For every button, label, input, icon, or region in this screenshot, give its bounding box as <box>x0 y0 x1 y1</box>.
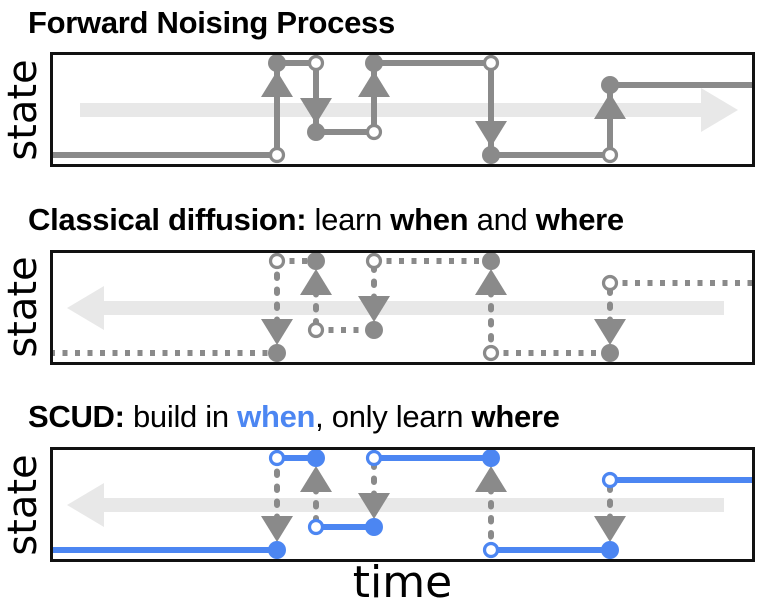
state-marker-open <box>307 518 325 536</box>
scud-plot <box>50 447 755 562</box>
state-marker-filled <box>601 541 619 559</box>
state-marker-filled <box>307 123 325 141</box>
title-part: learn <box>306 202 391 237</box>
y-axis-label-state-1: state <box>0 59 46 161</box>
classical-diffusion-plot <box>50 250 755 365</box>
arrow-up-icon <box>594 93 626 119</box>
arrow-down-icon <box>300 98 332 124</box>
state-marker-filled <box>365 518 383 536</box>
state-marker-filled <box>307 252 325 270</box>
arrow-down-icon <box>358 296 390 322</box>
state-marker-open <box>482 344 500 362</box>
forward-noising-plot <box>50 52 755 167</box>
time-direction-arrow <box>67 286 724 330</box>
arrow-up-icon <box>475 466 507 492</box>
state-marker-open <box>482 54 500 72</box>
y-axis-label-state-2: state <box>0 256 46 358</box>
state-marker-filled <box>365 54 383 72</box>
title-part: SCUD: <box>28 399 125 434</box>
state-marker-open <box>365 123 383 141</box>
title-part: and <box>468 202 536 237</box>
arrow-up-icon <box>300 466 332 492</box>
x-axis-label-time: time <box>352 557 453 608</box>
panel-border <box>50 250 755 365</box>
arrow-up-icon <box>475 269 507 295</box>
arrow-up-icon <box>261 71 293 97</box>
y-axis-label-state-3: state <box>0 454 46 556</box>
state-marker-open <box>307 54 325 72</box>
state-marker-open <box>268 449 286 467</box>
state-marker-filled <box>601 76 619 94</box>
state-marker-filled <box>482 252 500 270</box>
state-marker-open <box>601 146 619 164</box>
panel-title-forward-noising: Forward Noising Process <box>28 4 395 42</box>
state-marker-open <box>268 146 286 164</box>
state-marker-open <box>482 541 500 559</box>
state-marker-filled <box>365 321 383 339</box>
state-marker-open <box>365 449 383 467</box>
panel-border <box>50 52 755 167</box>
panel-title-classical-diffusion: Classical diffusion: learn when and wher… <box>28 201 624 239</box>
panel-title-scud: SCUD: build in when, only learn where <box>28 398 560 436</box>
state-marker-filled <box>307 449 325 467</box>
time-direction-arrow <box>67 483 724 527</box>
state-marker-filled <box>268 541 286 559</box>
state-marker-filled <box>268 344 286 362</box>
title-part: , only learn <box>315 399 472 434</box>
arrow-down-icon <box>261 319 293 345</box>
arrow-down-icon <box>358 493 390 519</box>
title-part: Forward Noising Process <box>28 5 395 40</box>
state-marker-filled <box>268 54 286 72</box>
arrow-up-icon <box>358 71 390 97</box>
title-part: build in <box>124 399 238 434</box>
state-marker-filled <box>482 449 500 467</box>
arrow-down-icon <box>475 121 507 147</box>
state-marker-open <box>601 471 619 489</box>
panel-border <box>50 447 755 562</box>
arrow-up-icon <box>300 269 332 295</box>
arrow-down-icon <box>261 516 293 542</box>
state-marker-filled <box>482 146 500 164</box>
time-direction-arrow <box>80 88 738 132</box>
arrow-down-icon <box>594 319 626 345</box>
state-marker-filled <box>601 344 619 362</box>
state-marker-open <box>268 252 286 270</box>
state-marker-open <box>307 321 325 339</box>
title-part: where <box>535 202 624 237</box>
title-part: Classical diffusion: <box>28 202 307 237</box>
title-part: when <box>390 202 469 237</box>
arrow-down-icon <box>594 516 626 542</box>
state-marker-open <box>365 252 383 270</box>
title-part: where <box>471 399 560 434</box>
title-part: when <box>237 399 316 434</box>
state-marker-open <box>601 274 619 292</box>
